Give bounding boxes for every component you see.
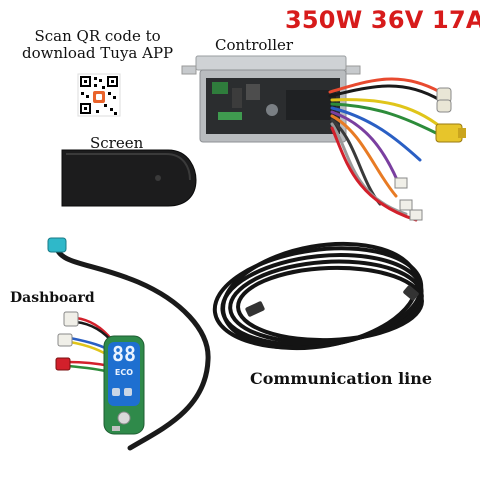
dashboard-cable [53, 243, 211, 451]
dashboard-label: Dashboard [10, 290, 95, 306]
communication-line-label: Communication line [250, 369, 433, 388]
dashboard-board [103, 335, 145, 435]
dashboard-digits: 88 [111, 342, 137, 366]
screen-cover [61, 149, 197, 207]
qr-caption-line1: Scan QR code to [34, 27, 161, 45]
dashboard-mode: ECO [114, 368, 134, 377]
dashboard-wire-connectors [55, 311, 79, 371]
qr-code [77, 73, 121, 117]
connectors [394, 87, 466, 221]
qr-caption: Scan QR code to download Tuya APP [22, 28, 173, 62]
controller-unit [181, 55, 361, 143]
controller-label: Controller [215, 36, 294, 54]
qr-caption-line2: download Tuya APP [22, 44, 174, 62]
dashboard-cable-plug [47, 237, 67, 253]
communication-line-plugs [245, 285, 419, 317]
spec-title: 350W 36V 17A [285, 6, 480, 34]
screen-label: Screen [90, 134, 144, 152]
communication-line-coil [212, 241, 424, 351]
controller-wires [328, 77, 444, 222]
